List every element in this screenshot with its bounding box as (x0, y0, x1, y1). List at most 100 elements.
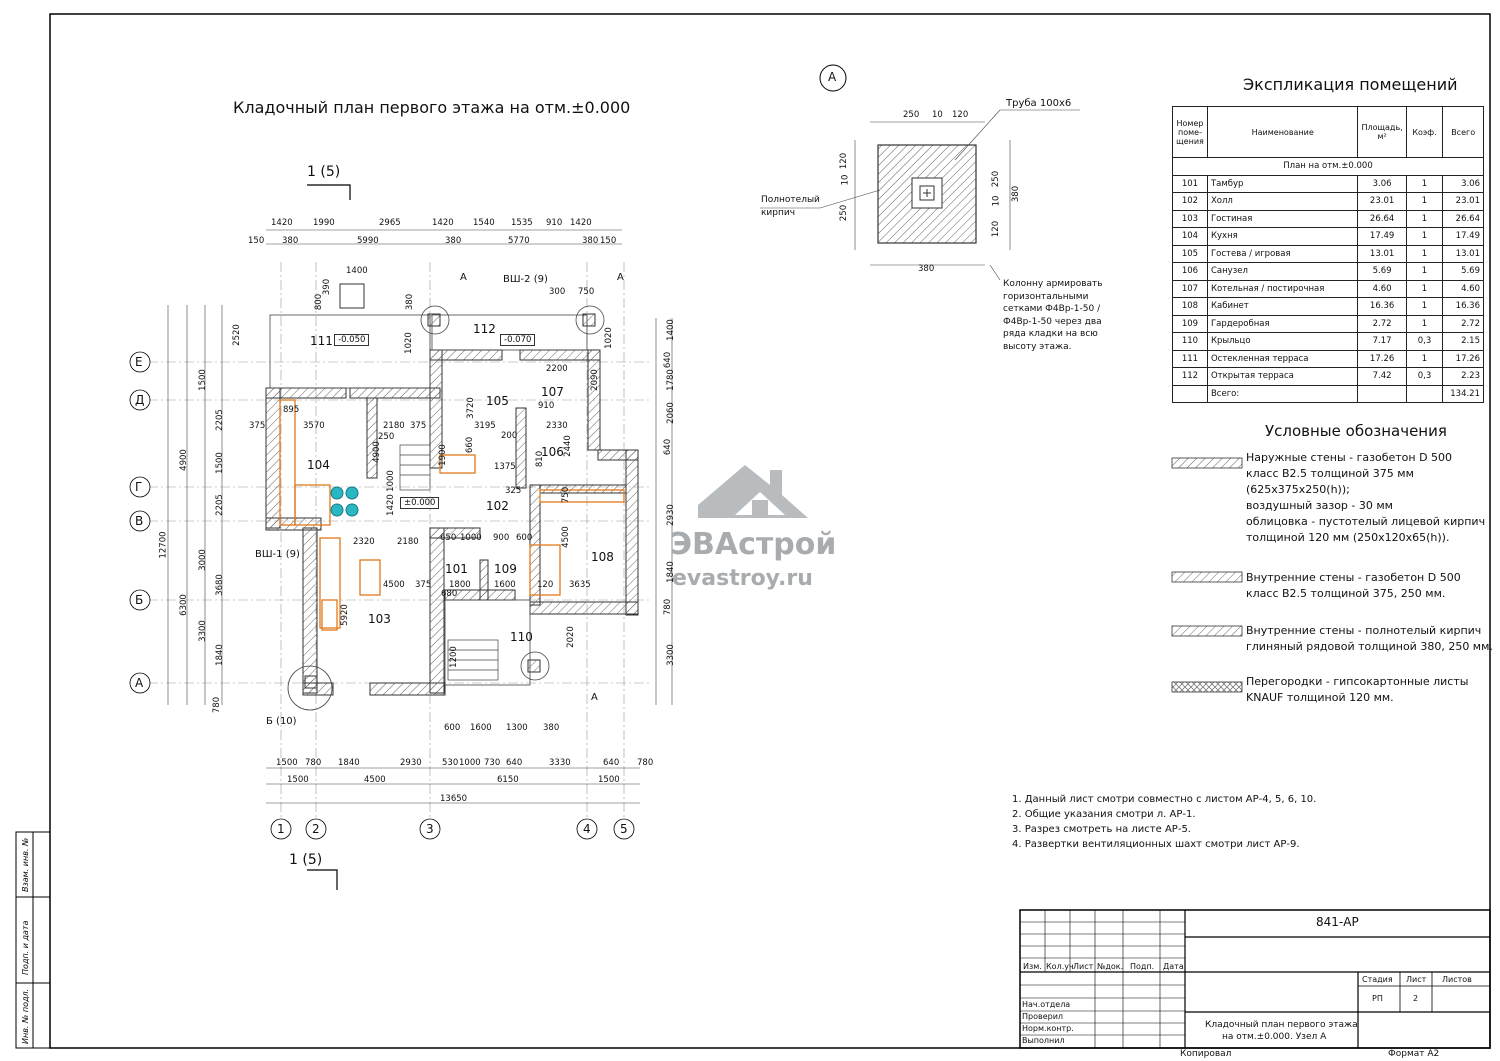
dim-left2-2: 6300 (178, 594, 189, 616)
dim-in-28: 2320 (353, 537, 375, 547)
dim-bot-1: 1500 (276, 758, 298, 768)
node-note-line-5: ряда кладки на всю (1003, 329, 1098, 339)
dim-top-2: 1990 (313, 218, 335, 228)
axis-b: Б (135, 593, 144, 607)
cell-number: 110 (1172, 332, 1208, 351)
cell-name: Тамбур (1206, 174, 1359, 193)
explication-header-coef: Коэф. (1405, 106, 1444, 158)
cell-coef: 1 (1405, 297, 1444, 316)
room-104: 104 (307, 458, 330, 472)
axis-a: А (135, 676, 144, 690)
callout-vsh2: ВШ-2 (9) (503, 274, 548, 285)
node-dim-right-2: 10 (991, 195, 1002, 207)
axis-5: 5 (620, 822, 628, 836)
callout-a3: А (591, 692, 598, 703)
dim-in-2: 3570 (303, 421, 325, 431)
cell-area: 13.01 (1357, 244, 1407, 263)
cell-coef: 1 (1405, 314, 1444, 333)
dim-in-9: 910 (538, 401, 555, 411)
cell-area: 17.49 (1357, 227, 1407, 246)
dim-bot2-1: 1500 (287, 775, 309, 785)
cell-total: 16.36 (1442, 297, 1484, 316)
cell-total: 2.72 (1442, 314, 1484, 333)
dim-in-14: 660 (465, 436, 476, 454)
node-dim-left-1: 120 (839, 152, 850, 170)
node-dim-top-3: 120 (952, 110, 969, 120)
cell-coef: 1 (1405, 209, 1444, 228)
dim-bot-3: 1840 (338, 758, 360, 768)
cell-name: Гостева / игровая (1206, 244, 1359, 263)
dim-in-24: 650 (440, 533, 457, 543)
node-dim-left-2: 10 (840, 174, 851, 186)
dim-right-8: 780 (663, 598, 674, 616)
axis-2: 2 (312, 822, 320, 836)
watermark-name: ЭВАстрой (670, 527, 837, 562)
dim-bot-6: 1000 (459, 758, 481, 768)
dim-in-22: 4900 (371, 441, 382, 463)
dim-in-25: 1000 (460, 533, 482, 543)
dim-in-11: 2440 (562, 435, 573, 457)
node-dim-right-total: 380 (1011, 185, 1022, 203)
node-dim-left-3: 250 (839, 204, 850, 222)
cell-coef: 1 (1405, 279, 1444, 298)
cell-total: 23.01 (1442, 192, 1484, 211)
stamp-sheet-header: Лист (1406, 975, 1427, 984)
dim-bot-2: 780 (305, 758, 322, 768)
dim-left-8: 780 (212, 696, 223, 714)
dim-top2-3: 5990 (357, 236, 379, 246)
dim-in-19: 1900 (437, 444, 448, 466)
cell-area: 4.60 (1357, 279, 1407, 298)
cell-area: 7.17 (1357, 332, 1407, 351)
dim-right-6: 2930 (665, 504, 676, 526)
explication-total-label: Всего: (1206, 384, 1359, 403)
dim-in-51: 800 (314, 293, 325, 311)
dim-top-4: 1420 (432, 218, 454, 228)
cell-name: Санузел (1206, 262, 1359, 281)
callout-a1: А (460, 272, 467, 283)
cell-total: 2.23 (1442, 367, 1484, 386)
dim-top2-2: 380 (282, 236, 299, 246)
legend-item-inner-aerated: Внутренние стены - газобетон D 500 класс… (1246, 570, 1461, 602)
stamp-stage-value: РП (1372, 994, 1383, 1003)
dim-left-4: 2205 (214, 494, 225, 516)
stamp-format: Формат А2 (1388, 1049, 1440, 1059)
dim-right-2: 640 (663, 351, 674, 369)
dim-bot-11: 780 (637, 758, 654, 768)
dim-in-34: 1600 (494, 580, 516, 590)
dim-in-37: 120 (537, 580, 554, 590)
dim-in-21: 1000 (385, 470, 396, 492)
room-110: 110 (510, 630, 533, 644)
legend-title: Условные обозначения (1265, 422, 1447, 440)
section-mark-bottom: 1 (5) (289, 852, 323, 868)
callout-a2: А (617, 272, 624, 283)
axis-d: Д (135, 393, 145, 407)
legend-symbols (1171, 457, 1243, 693)
watermark-url: evastroy.ru (672, 566, 813, 591)
stamp-copied: Копировал (1180, 1049, 1232, 1059)
cell-name: Холл (1206, 192, 1359, 211)
cell-total: 26.64 (1442, 209, 1484, 228)
explication-table: Номер поме- щения Наименование Площадь, … (1172, 106, 1484, 403)
legend-line: KNAUF толщиной 120 мм. (1246, 691, 1394, 704)
stamp-role-1: Нач.отдела (1022, 1000, 1071, 1009)
explication-subheader-row: План на отм.±0.000 (1172, 157, 1484, 176)
dim-top-1: 1420 (271, 218, 293, 228)
explication-header-row: Номер поме- щения Наименование Площадь, … (1172, 106, 1484, 158)
stamp-role-2: Проверил (1022, 1012, 1064, 1021)
stamp-col-doc: №док. (1097, 962, 1124, 971)
explication-header-name: Наименование (1206, 106, 1359, 158)
cell-area: 23.01 (1357, 192, 1407, 211)
dim-in-16: 325 (505, 486, 522, 496)
cell-area: 3.06 (1357, 174, 1407, 193)
dim-in-52: 390 (322, 278, 333, 296)
cell-coef: 0,3 (1405, 332, 1444, 351)
title-block (1019, 909, 1491, 1049)
cell-coef: 1 (1405, 192, 1444, 211)
stamp-col-data: Дата (1163, 962, 1184, 971)
